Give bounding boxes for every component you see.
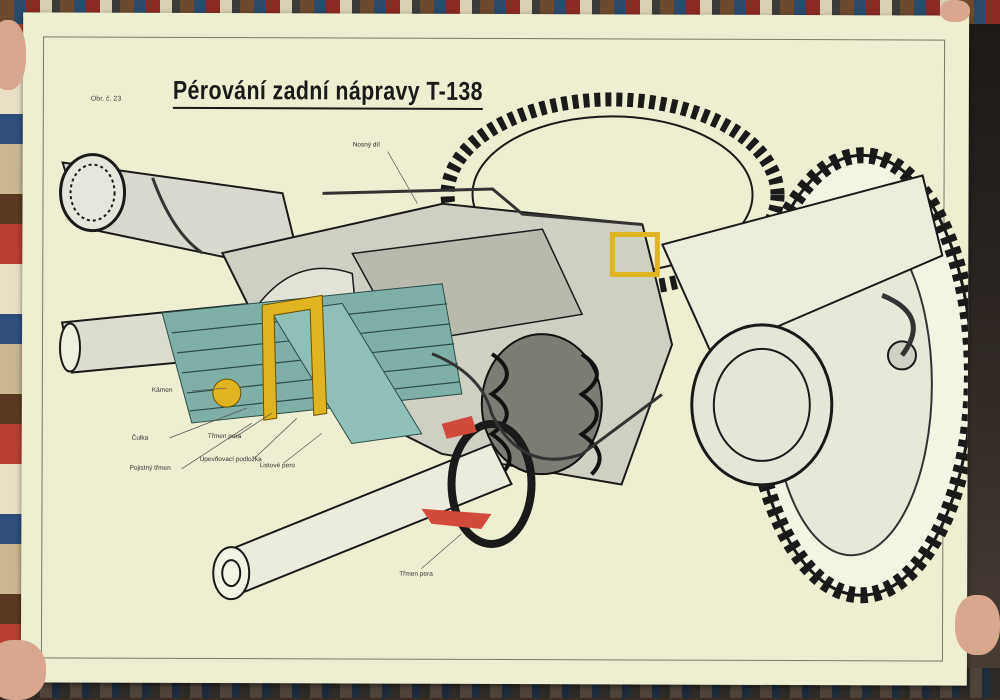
label-kamen: Kámen [151,386,173,394]
brake-lines [151,177,663,461]
label-listove-pero: Listové pero [259,462,296,470]
label-trmen-pera-2: Třmen pera [399,570,433,578]
spring-clamp [212,231,660,421]
label-pojistny-trmen: Pojistný třmen [129,464,171,472]
label-nosny-dil: Nosný díl [352,141,380,149]
leader-lines [169,151,462,570]
label-upevnovaci-podlozka: Upevňovací podložka [199,455,262,464]
hand-bottom-right [955,595,1000,655]
axle-shaft [212,415,536,601]
hand-top-left [0,20,26,90]
axle-illustration [59,92,970,604]
wheel-hub [660,174,944,487]
hand-top-right [940,0,970,22]
technical-poster: Obr. č. 23 Pérování zadní nápravy T-138 [20,12,970,686]
hand-bottom-left [0,640,46,700]
rubber-boot [480,333,603,476]
label-culka: Čulka [131,434,149,442]
label-trmen-pera-1: Třmen pera [207,432,242,441]
